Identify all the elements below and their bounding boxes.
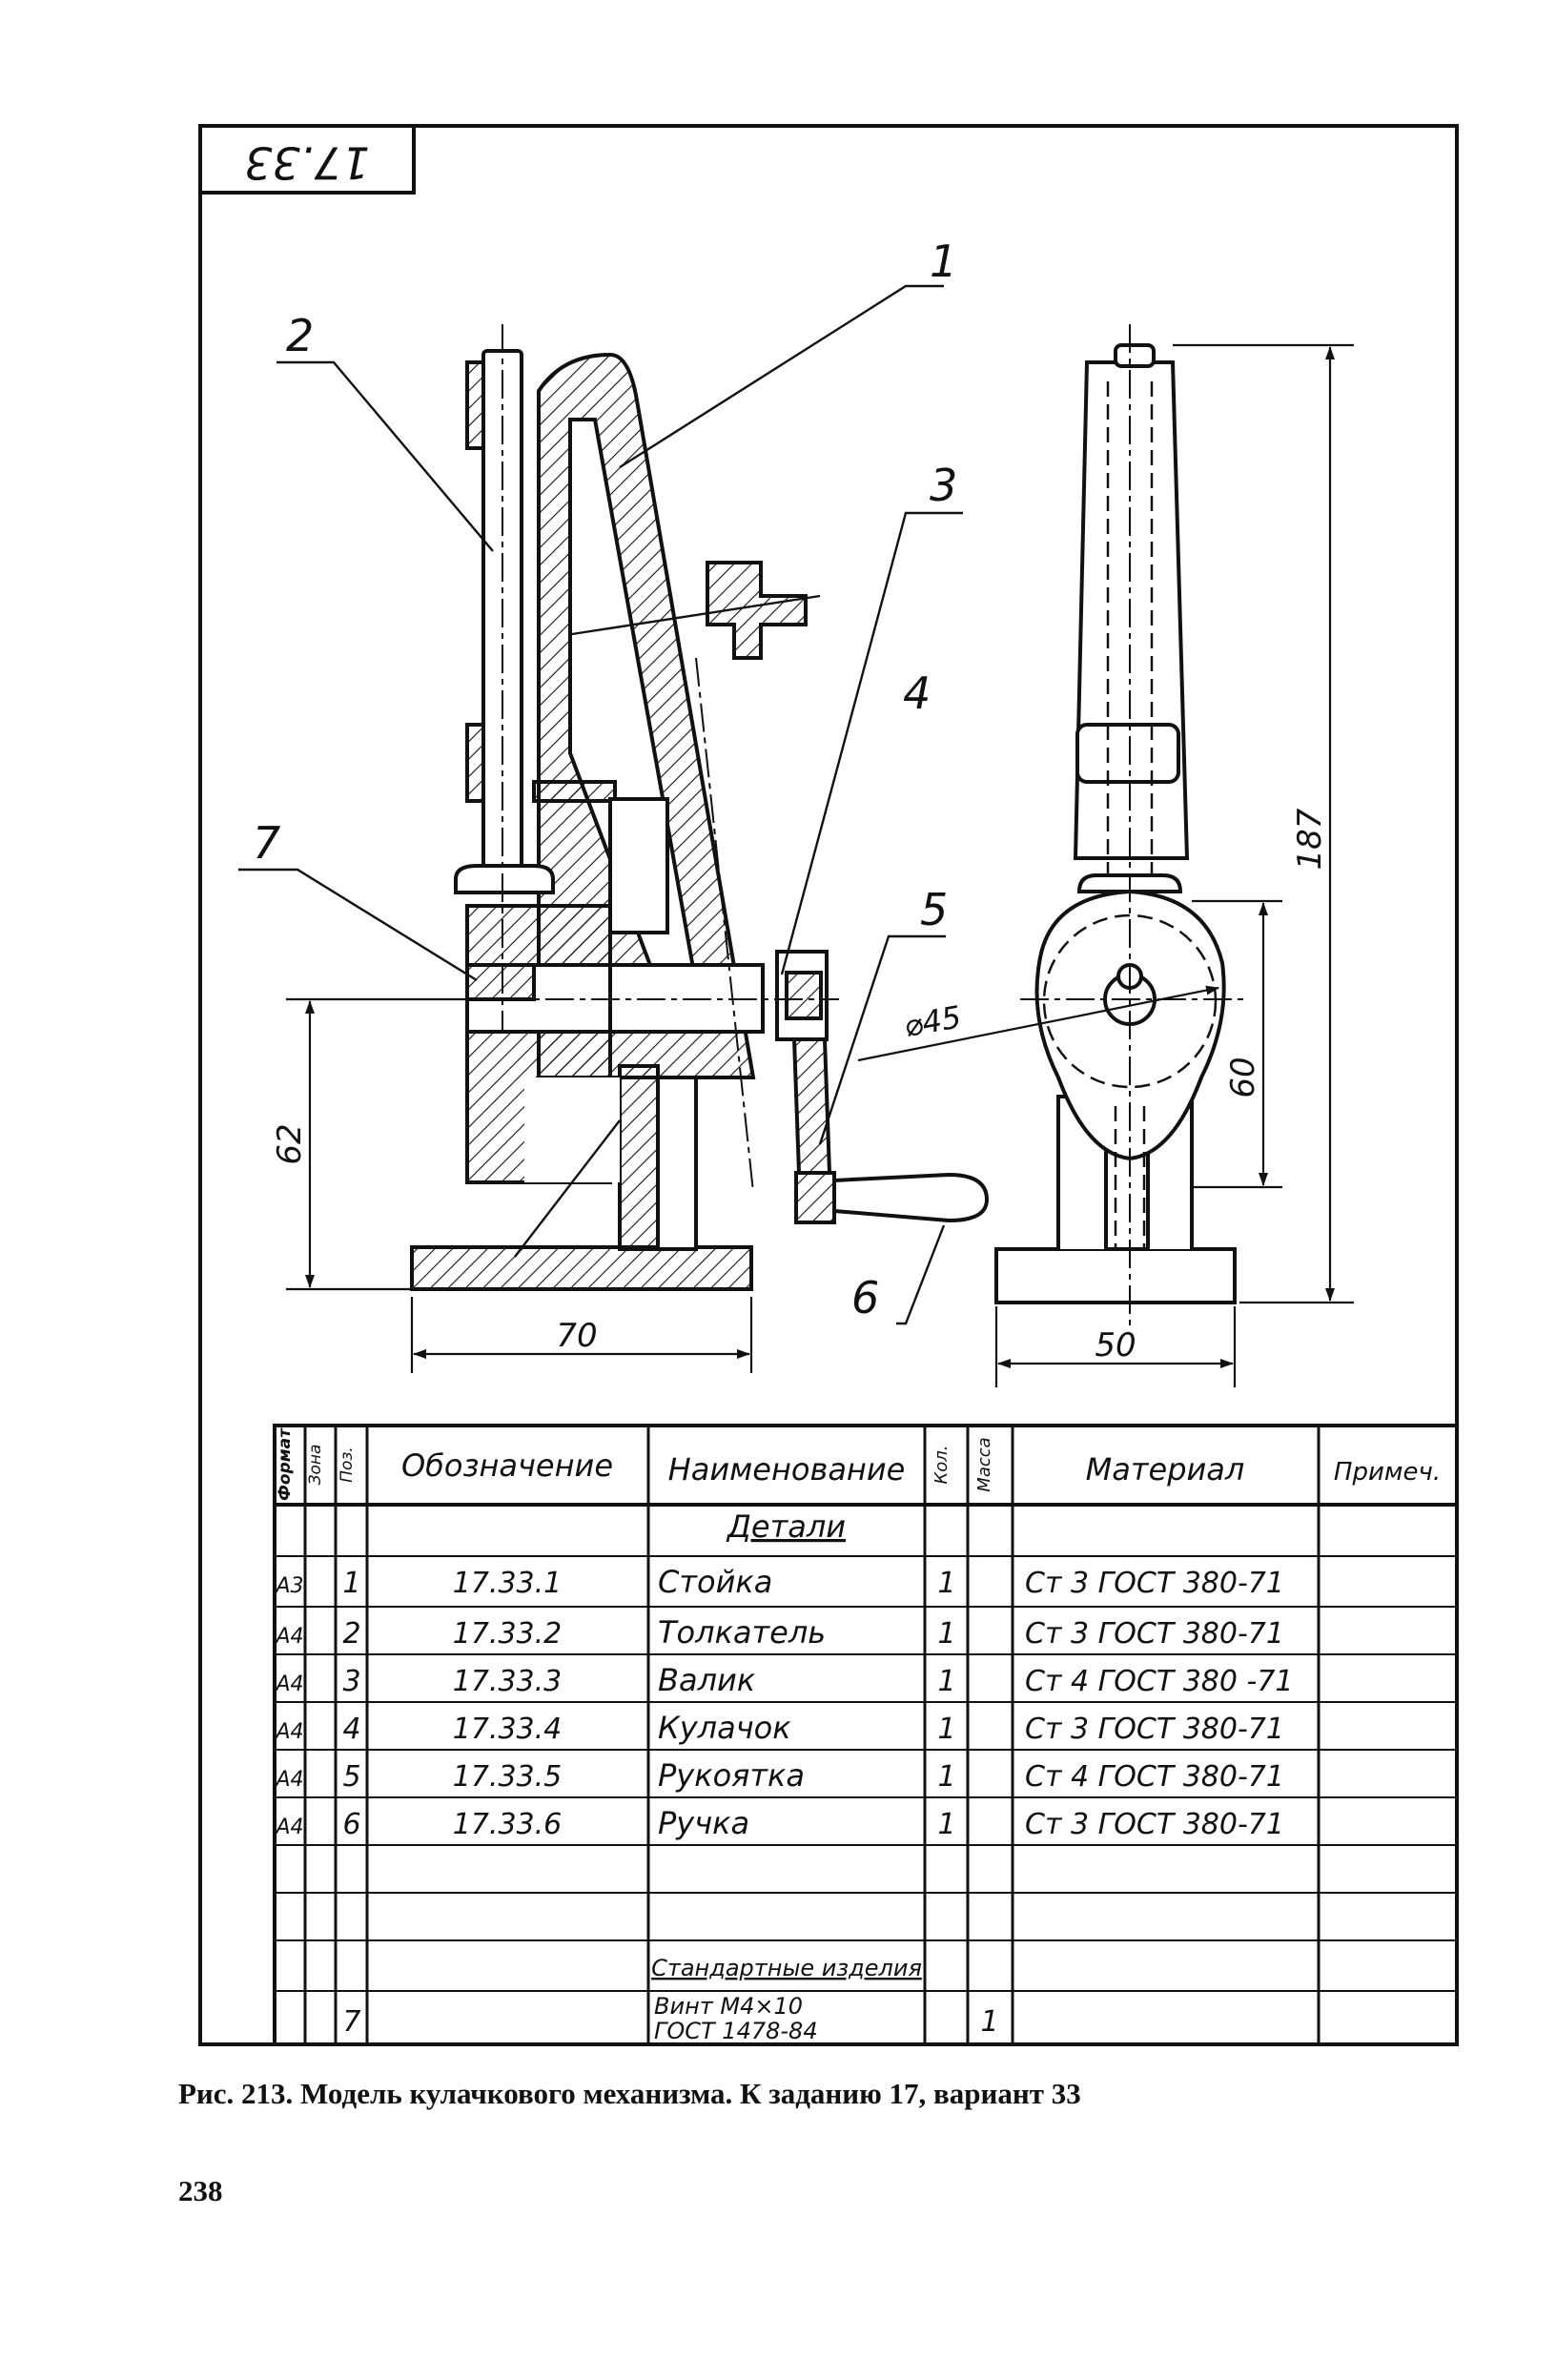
- header-format: Формат: [276, 1427, 295, 1501]
- row-qty: 1: [937, 1713, 955, 1746]
- row-pos: 5: [342, 1760, 360, 1794]
- row-name: Стойка: [658, 1564, 772, 1600]
- row-format: A4: [274, 1672, 303, 1696]
- callout-7: 7: [253, 817, 280, 869]
- row-material: Ст 4 ГОСТ 380-71: [1025, 1760, 1284, 1794]
- header-designation: Обозначение: [401, 1447, 613, 1484]
- row-designation: 17.33.3: [453, 1665, 563, 1698]
- header-notes: Примеч.: [1334, 1458, 1441, 1487]
- dim-70: 70: [556, 1317, 597, 1355]
- front-view: [410, 349, 990, 1291]
- callout-2: 2: [286, 310, 314, 361]
- row-qty: 1: [937, 1808, 955, 1841]
- dim-60: 60: [1224, 1057, 1262, 1098]
- row-qty: 1: [937, 1617, 955, 1651]
- header-qty: Кол.: [932, 1445, 952, 1484]
- row-pos: 2: [342, 1617, 360, 1651]
- row-format: A4: [274, 1625, 303, 1649]
- row-designation: 17.33.2: [453, 1617, 563, 1651]
- section-details: Детали: [726, 1508, 846, 1545]
- callout-3: 3: [930, 460, 957, 511]
- spec-table-headers: Формат Зона Поз. Обозначение Наименовани…: [276, 1427, 1441, 1501]
- section-standard: Стандартные изделия: [651, 1955, 922, 1981]
- header-mass: Масса: [974, 1437, 994, 1491]
- standard-name-line2: ГОСТ 1478-84: [654, 2018, 818, 2044]
- header-material: Материал: [1086, 1451, 1245, 1488]
- row-pos: 1: [342, 1567, 360, 1600]
- row-format: A4: [274, 1816, 303, 1839]
- title-block-number: 17.33: [244, 137, 370, 189]
- page-number: 238: [178, 2174, 223, 2207]
- row-name: Ручка: [658, 1805, 749, 1841]
- header-pos: Поз.: [338, 1446, 357, 1483]
- row-name: Толкатель: [658, 1614, 826, 1651]
- row-material: Ст 3 ГОСТ 380-71: [1025, 1713, 1284, 1746]
- standard-name-line1: Винт М4×10: [654, 1993, 803, 2020]
- header-zone: Зона: [306, 1445, 325, 1486]
- standard-pos: 7: [342, 2005, 360, 2039]
- row-designation: 17.33.5: [453, 1760, 563, 1794]
- row-name: Кулачок: [658, 1710, 791, 1746]
- row-material: Ст 3 ГОСТ 380-71: [1025, 1567, 1284, 1600]
- standard-qty: 1: [980, 2005, 998, 2039]
- row-pos: 3: [342, 1665, 360, 1698]
- row-pos: 4: [342, 1713, 360, 1746]
- row-qty: 1: [937, 1567, 955, 1600]
- dim-50: 50: [1095, 1326, 1136, 1364]
- row-qty: 1: [937, 1760, 955, 1794]
- row-material: Ст 3 ГОСТ 380-71: [1025, 1808, 1284, 1841]
- figure-caption: Рис. 213. Модель кулачкового механизма. …: [178, 2077, 1081, 2110]
- row-qty: 1: [937, 1665, 955, 1698]
- callout-5: 5: [920, 884, 948, 935]
- header-name: Наименование: [668, 1451, 906, 1488]
- spec-table: [273, 1424, 1459, 2046]
- title-block-box: [198, 124, 416, 195]
- row-format: A4: [274, 1768, 303, 1792]
- dim-187: 187: [1291, 808, 1329, 870]
- row-format: A3: [274, 1574, 303, 1598]
- dim-62: 62: [271, 1123, 309, 1164]
- callout-6: 6: [851, 1272, 879, 1323]
- sheet-frame: [198, 124, 1459, 2046]
- row-designation: 17.33.6: [453, 1808, 563, 1841]
- row-pos: 6: [342, 1808, 360, 1841]
- row-name: Рукоятка: [658, 1757, 805, 1794]
- row-designation: 17.33.1: [453, 1567, 563, 1600]
- callout-1: 1: [930, 236, 957, 287]
- dim-phi45: ⌀45: [901, 998, 964, 1044]
- row-designation: 17.33.4: [453, 1713, 563, 1746]
- row-format: A4: [274, 1720, 303, 1744]
- callout-4: 4: [903, 667, 931, 719]
- row-material: Ст 4 ГОСТ 380 -71: [1025, 1665, 1294, 1698]
- row-name: Валик: [658, 1662, 756, 1698]
- row-material: Ст 3 ГОСТ 380-71: [1025, 1617, 1284, 1651]
